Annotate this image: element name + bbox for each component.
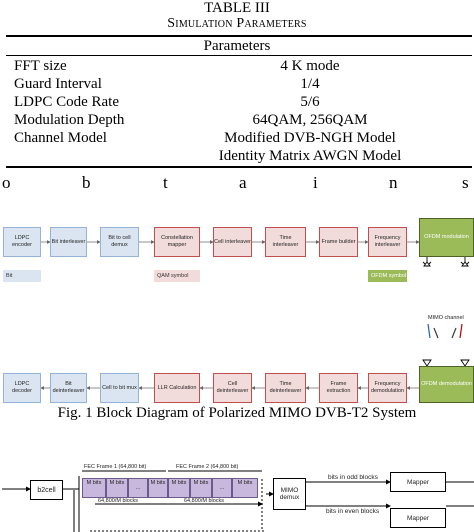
mapper-block-1: Mapper	[390, 472, 446, 492]
row-key: LDPC Code Rate	[14, 94, 119, 110]
letter: s	[462, 173, 469, 192]
table-bottom-rule	[6, 166, 472, 168]
letter: o	[2, 173, 11, 192]
table-row: Modulation Depth 64QAM, 256QAM	[0, 111, 474, 129]
blocks-label-1: 64,800/M blocks	[98, 498, 139, 504]
table-row: LDPC Code Rate 5/6	[0, 93, 474, 111]
m-bits-block: M bits	[82, 478, 106, 498]
row-value: 64QAM, 256QAM	[252, 112, 368, 128]
blocks-label-2: 64,800/M blocks	[184, 498, 225, 504]
letter: n	[389, 173, 398, 192]
row-key: Guard Interval	[14, 76, 102, 92]
table-title: TABLE III	[204, 0, 270, 16]
block-diagram-figure: LDPC encoder Bit interleaver Bit to cell…	[0, 206, 474, 403]
row-value: Modified DVB-NGH Model	[224, 130, 396, 146]
time-deinterleaver-block: Time deinterleaver	[265, 373, 306, 403]
b2cell-lines	[2, 470, 474, 532]
b2cell-figure: b2cell FEC Frame 1 (64,800 bit) FEC Fram…	[0, 430, 474, 532]
ellipsis-block: ...	[128, 478, 148, 498]
legend-qam-symbol: QAM symbol	[154, 270, 200, 282]
mimo-channel-label: MIMO channel	[428, 315, 464, 321]
row-value: Identity Matrix AWGN Model	[218, 148, 402, 164]
fec-frame-2-label: FEC Frame 2 (64,800 bit)	[176, 464, 239, 470]
table-top-rule	[6, 35, 472, 37]
bit-to-cell-demux-block: Bit to cell demux	[100, 227, 139, 257]
table-subtitle: Simulation Parameters	[167, 16, 307, 31]
ellipsis-block: ...	[212, 478, 232, 498]
cell-deinterleaver-block: Cell deinterleaver	[213, 373, 252, 403]
m-bits-block: M bits	[232, 478, 258, 498]
letter: i	[313, 173, 318, 192]
row-value: 1/4	[300, 76, 320, 92]
cell-interleaver-block: Cell interleaver	[213, 227, 252, 257]
letter: t	[163, 173, 168, 192]
frame-extraction-block: Frame extraction	[319, 373, 358, 403]
mapper-block-2: Mapper	[390, 508, 446, 528]
frequency-interleaver-block: Frequency interleaver	[368, 227, 407, 257]
row-key: Modulation Depth	[14, 112, 125, 128]
ofdm-modulation-block: OFDM modulation	[419, 218, 474, 257]
ldpc-decoder-block: LDPC decoder	[3, 373, 41, 403]
table-row: Channel Model Modified DVB-NGH Model	[0, 129, 474, 147]
row-key: FFT size	[14, 58, 67, 74]
ldpc-encoder-block: LDPC encoder	[3, 227, 41, 257]
figure-caption: Fig. 1 Block Diagram of Polarized MIMO D…	[57, 405, 417, 421]
mimo-demux-block: MIMO demux	[273, 478, 306, 510]
table-header-rule	[6, 55, 472, 56]
diagram-arrows	[40, 240, 470, 390]
time-interleaver-block: Time interleaver	[265, 227, 306, 257]
row-value: 4 K mode	[280, 58, 340, 74]
letter: a	[239, 173, 247, 192]
b2cell-block: b2cell	[30, 480, 63, 500]
frame-builder-block: Frame builder	[319, 227, 358, 257]
m-bits-block: M bits	[168, 478, 190, 498]
m-bits-block: M bits	[190, 478, 212, 498]
table-row: Identity Matrix AWGN Model	[0, 147, 474, 165]
table-header: Parameters	[203, 38, 271, 54]
m-bits-block: M bits	[148, 478, 168, 498]
row-key: Channel Model	[14, 130, 107, 146]
even-blocks-label: bits in even blocks	[326, 508, 380, 515]
fec-frame-1-label: FEC Frame 1 (64,800 bit)	[84, 464, 147, 470]
table-row: Guard Interval 1/4	[0, 75, 474, 93]
m-bits-block: M bits	[106, 478, 128, 498]
bit-interleaver-block: Bit interleaver	[50, 227, 87, 257]
row-value: 5/6	[300, 94, 320, 110]
constellation-mapper-block: Constellation mapper	[154, 227, 200, 257]
odd-blocks-label: bits in odd blocks	[328, 474, 378, 481]
letter: b	[82, 173, 91, 192]
cell-to-bit-mux-block: Cell to bit mux	[100, 373, 139, 403]
table-row: FFT size 4 K mode	[0, 57, 474, 75]
legend-ofdm-symbol: OFDM symbol	[368, 270, 407, 282]
legend-bit: Bit	[3, 270, 41, 282]
bit-deinterleaver-block: Bit deinterleaver	[50, 373, 87, 403]
frequency-demodulation-block: Frequency demodulation	[368, 373, 407, 403]
ofdm-demodulation-block: OFDM demodulation	[419, 366, 474, 403]
llr-calculation-block: LLR Calculation	[154, 373, 200, 403]
